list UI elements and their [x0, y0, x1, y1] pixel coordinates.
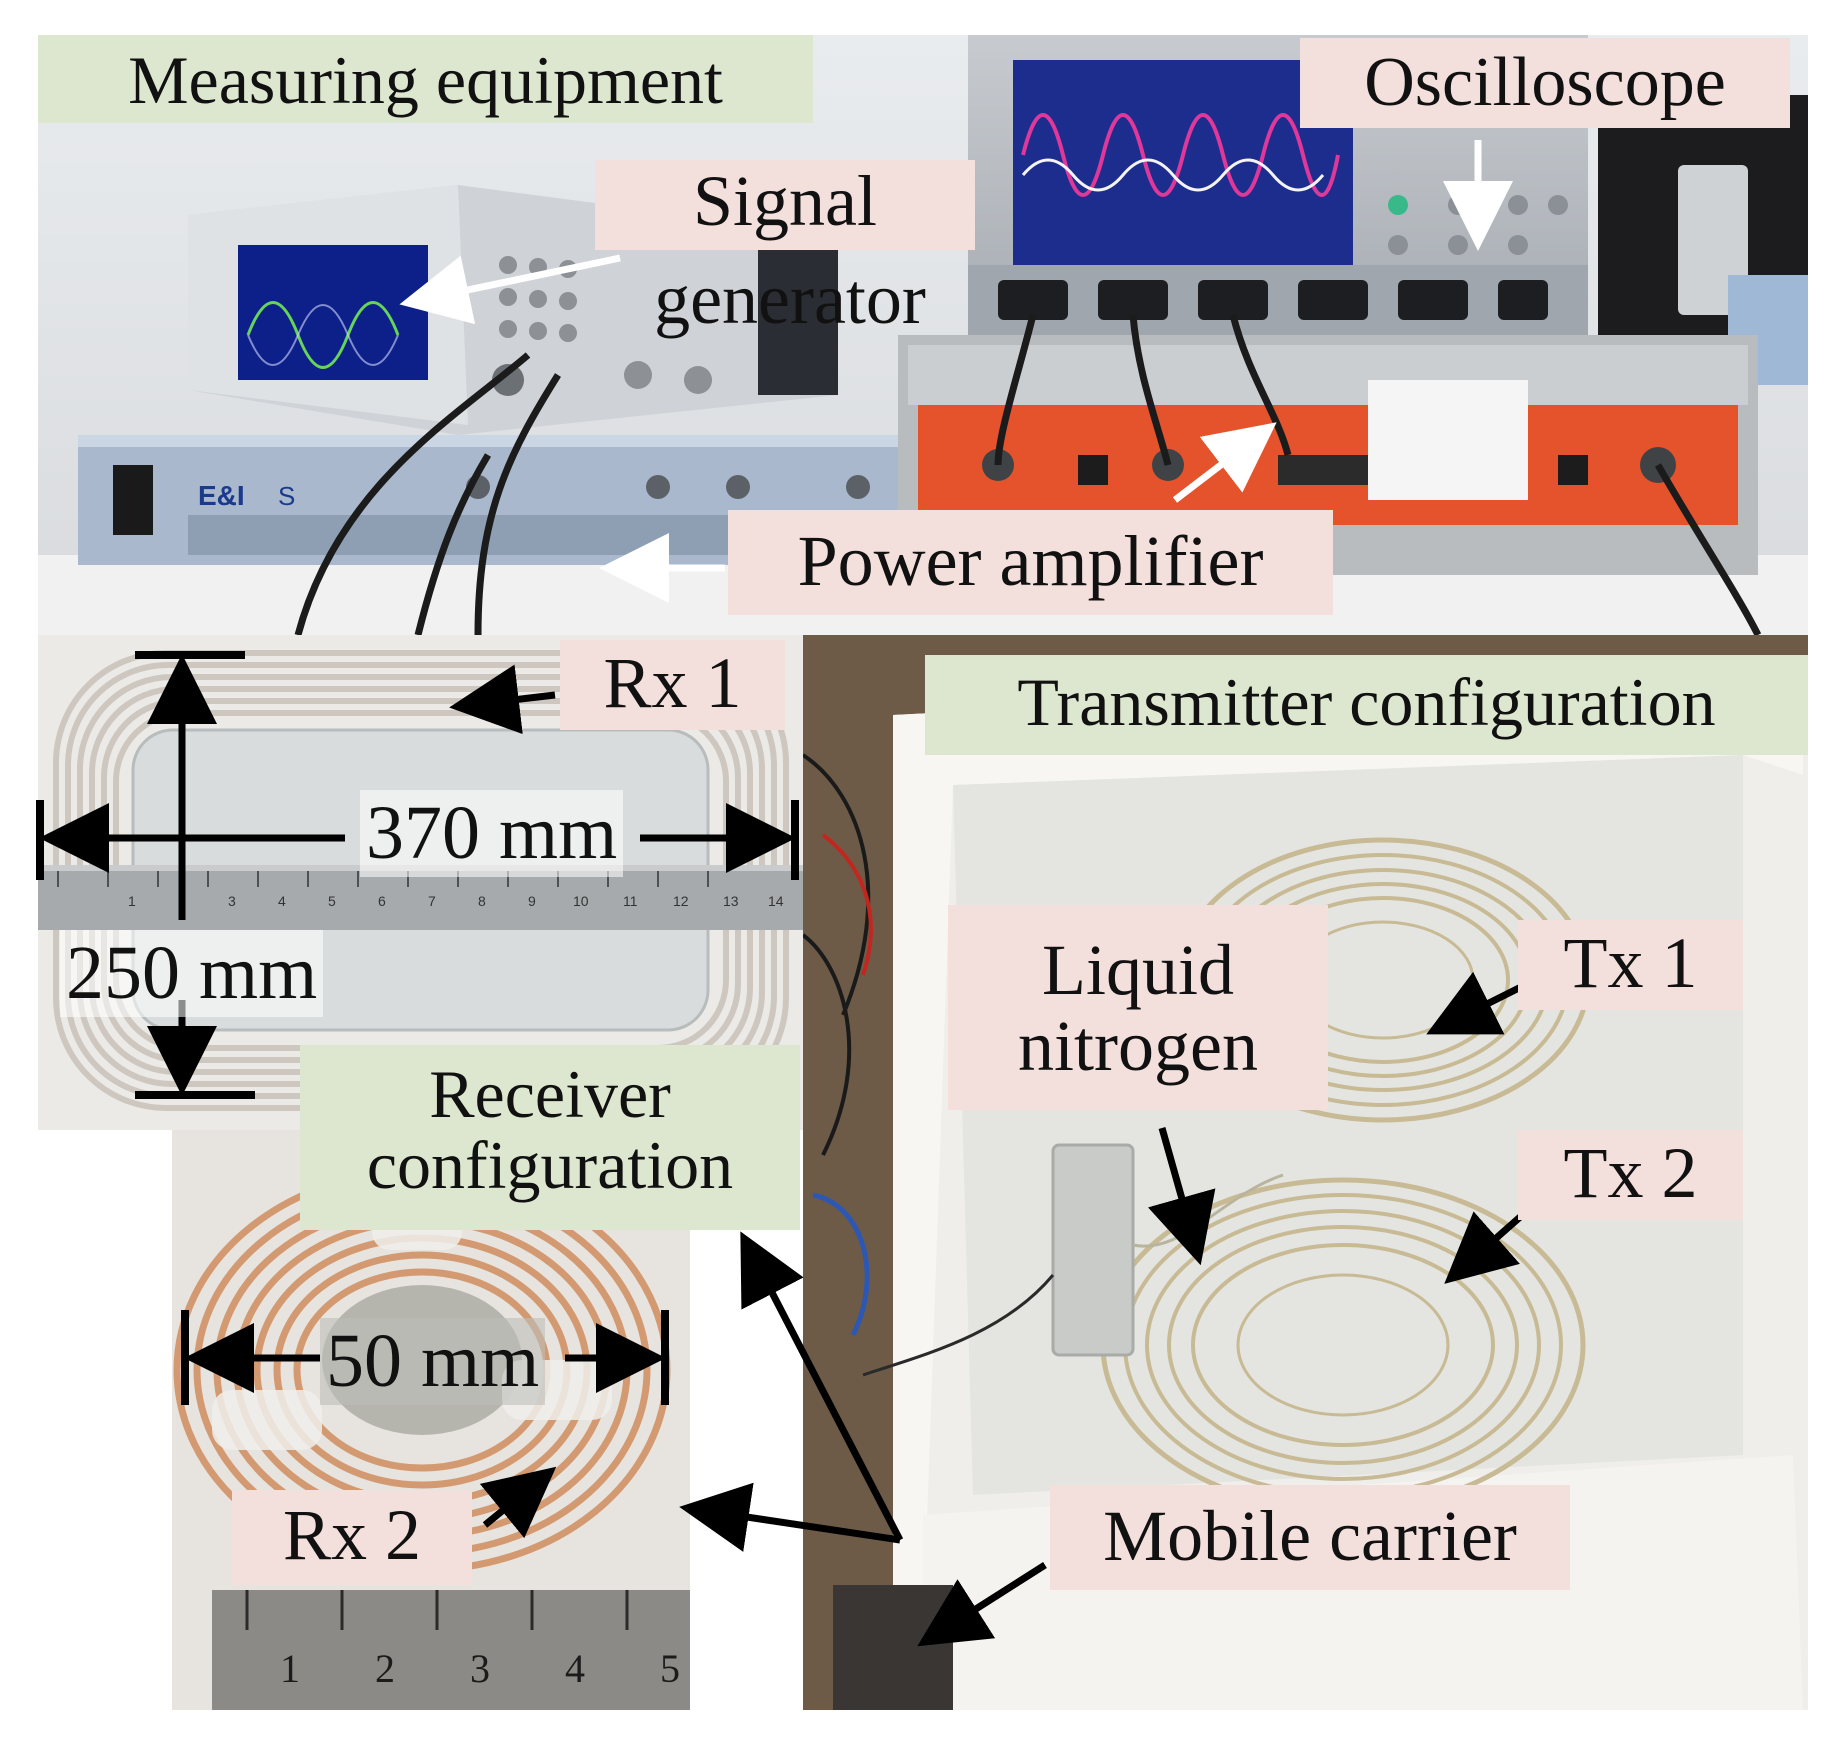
signal-generator-line2-label: generator — [654, 259, 926, 339]
tx1-label: Tx 1 — [1518, 920, 1743, 1010]
svg-text:S: S — [278, 481, 295, 511]
tx1-arrow — [1426, 971, 1527, 1035]
rx1-arrow — [449, 664, 556, 735]
ruler-mark: 5 — [660, 1646, 680, 1691]
measuring-equipment-label: Measuring equipment — [38, 35, 813, 123]
power-amplifier-arrow-right — [1172, 422, 1277, 503]
liquid-nitrogen-label: Liquid nitrogen — [948, 905, 1328, 1110]
ruler-mark: 1 — [128, 893, 136, 909]
ruler-mark: 4 — [565, 1646, 585, 1691]
ruler-mark: 7 — [428, 893, 436, 909]
cables — [294, 314, 1762, 635]
ruler-mark: 10 — [573, 893, 589, 909]
ruler-mark: 4 — [278, 893, 286, 909]
ruler-mark: 9 — [528, 893, 536, 909]
ruler-mark: 3 — [470, 1646, 490, 1691]
rx1-label: Rx 1 — [560, 640, 785, 730]
oscilloscope-device — [968, 35, 1588, 335]
signal-generator-label: Signal — [595, 160, 975, 250]
dim-50-label: 50 mm — [320, 1318, 546, 1405]
liquid-nitrogen-line2: nitrogen — [1018, 1005, 1258, 1086]
liquid-nitrogen-arrow — [1148, 1127, 1216, 1266]
dim-370-label: 370 mm — [360, 790, 624, 877]
equipment-drawing: E&I S — [38, 35, 1808, 635]
ruler-mark: 8 — [478, 893, 486, 909]
ruler-mark: 5 — [328, 893, 336, 909]
liquid-nitrogen-line1: Liquid — [1042, 930, 1234, 1010]
receiver-config-arrow-up — [740, 1231, 904, 1542]
ruler-mark: 11 — [623, 893, 638, 909]
signal-generator-line1: Signal — [692, 161, 877, 241]
ruler-mark: 1 — [280, 1646, 300, 1691]
terminal-block — [1051, 1143, 1135, 1357]
ruler-mark: 13 — [723, 893, 739, 909]
svg-text:E&I: E&I — [198, 480, 245, 511]
ruler-mark: 14 — [768, 893, 784, 909]
tx2-label: Tx 2 — [1518, 1130, 1743, 1220]
ruler-mark: 6 — [378, 893, 386, 909]
oscilloscope-label: Oscilloscope — [1300, 38, 1790, 128]
receiver-configuration-label: Receiver configuration — [300, 1045, 800, 1230]
mobile-carrier-label: Mobile carrier — [1050, 1485, 1570, 1590]
ruler-mark: 2 — [375, 1646, 395, 1691]
tx2-arrow — [1444, 1207, 1531, 1284]
receiver-configuration-line2: configuration — [366, 1127, 734, 1204]
dim-250-label: 250 mm — [60, 930, 324, 1017]
ruler-large-marks: 1 2 3 4 5 6 7 8 9 10 11 12 13 14 — [38, 893, 803, 923]
rx2-arrow — [479, 1466, 557, 1539]
power-amplifier-label: Power amplifier — [728, 510, 1333, 615]
signal-generator-arrow — [399, 254, 621, 325]
receiver-config-arrow-left — [679, 1482, 901, 1552]
rx2-label: Rx 2 — [232, 1490, 472, 1585]
mobile-carrier-arrow — [917, 1562, 1047, 1647]
transmitter-configuration-label: Transmitter configuration — [925, 655, 1808, 755]
ruler-mark: 12 — [673, 893, 689, 909]
measuring-equipment-photo: E&I S — [38, 35, 1808, 635]
receiver-configuration-line1: Receiver — [429, 1056, 671, 1132]
small-ruler — [212, 1590, 690, 1710]
ruler-mark: 3 — [228, 893, 236, 909]
small-ruler-marks: 1 2 3 4 5 — [172, 1645, 690, 1695]
